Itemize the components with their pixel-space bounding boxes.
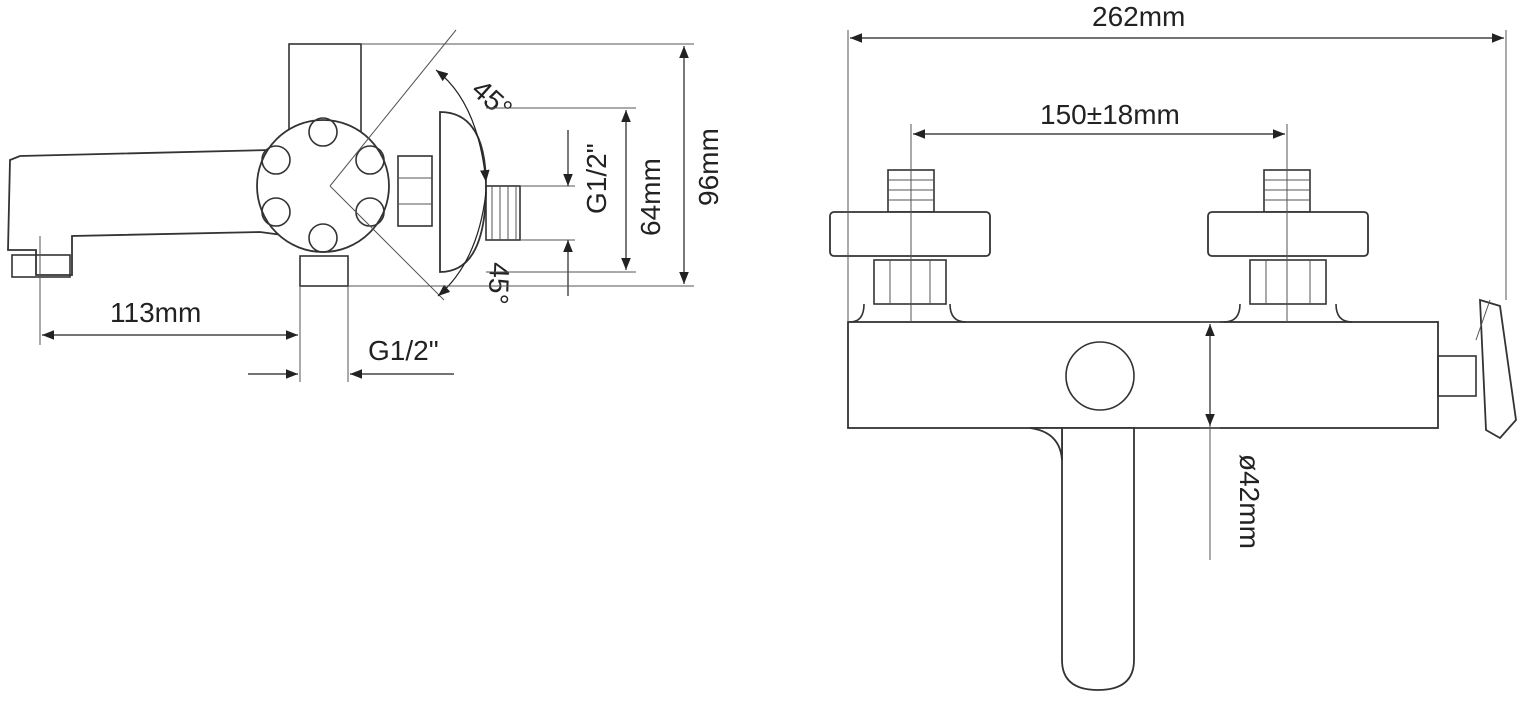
- handle-knob: [256, 119, 390, 253]
- side-view: 45° 45° G1/2" 64mm 96mm 113mm G1/2": [7, 29, 724, 382]
- lower-spout: [1061, 427, 1135, 691]
- handle-hole: [355, 145, 385, 175]
- side-handle: [1479, 298, 1517, 440]
- handle-hole: [261, 145, 291, 175]
- inlet-spacing-label: 150±18mm: [1040, 99, 1180, 130]
- body-diameter-label: ø42mm: [1234, 454, 1265, 549]
- spout-reach-label: 113mm: [110, 297, 201, 328]
- wall-flange: [439, 111, 487, 273]
- angle-top-label: 45°: [466, 73, 518, 124]
- hex-nut: [397, 155, 433, 227]
- left-hex-nut: [873, 259, 947, 305]
- right-hex-nut: [1249, 259, 1327, 305]
- handle-hole: [308, 223, 338, 253]
- bottom-outlet: [299, 255, 349, 287]
- spout: [7, 129, 291, 276]
- angle-bottom-label: 45°: [483, 262, 515, 305]
- height-outer-label: 96mm: [693, 128, 724, 206]
- overall-width-label: 262mm: [1092, 1, 1185, 32]
- diverter-knob: [1065, 341, 1135, 411]
- inlet-thread-label: G1/2": [581, 143, 612, 214]
- mixer-body: [847, 321, 1439, 429]
- spout-aerator: [11, 254, 71, 278]
- side-handle-stem: [1437, 355, 1477, 397]
- threaded-inlet: [485, 185, 521, 241]
- right-wall-flange: [1207, 211, 1369, 257]
- outlet-thread-label: G1/2": [368, 335, 439, 366]
- handle-hole: [261, 197, 291, 227]
- handle-hole: [308, 117, 338, 147]
- front-view: 262mm 150±18mm ø42mm: [829, 1, 1517, 691]
- left-wall-flange: [829, 211, 991, 257]
- height-inner-label: 64mm: [635, 158, 666, 236]
